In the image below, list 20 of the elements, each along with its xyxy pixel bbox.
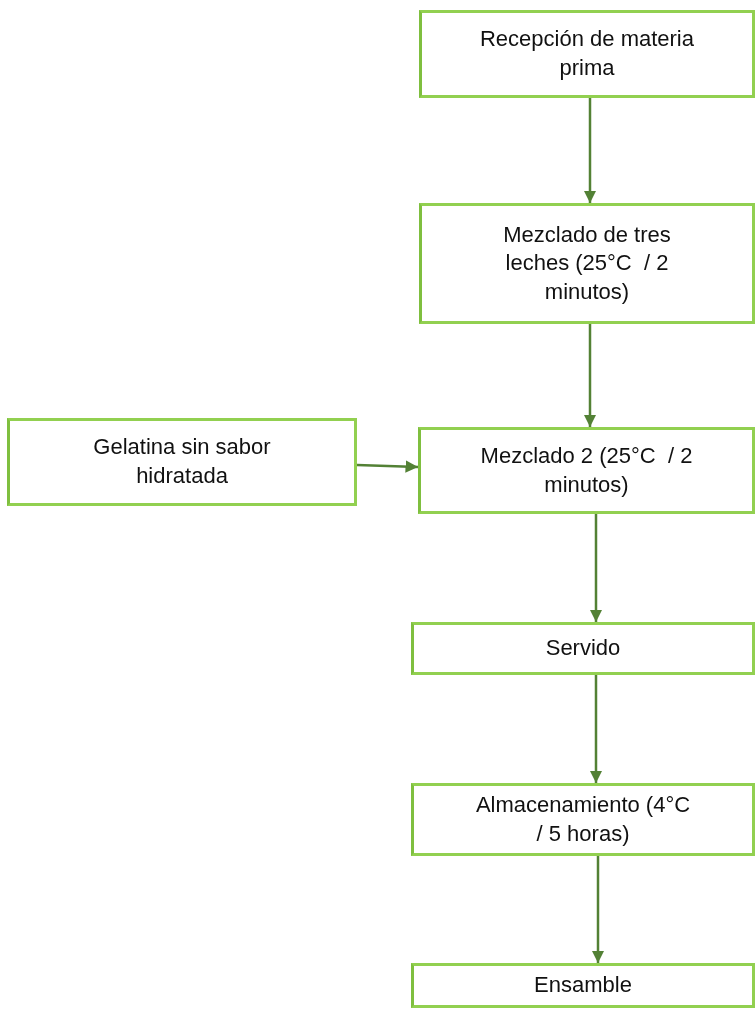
arrow bbox=[583, 324, 597, 427]
step-label: Mezclado de tres leches (25°C / 2 minutos) bbox=[502, 220, 672, 306]
step-label: Ensamble bbox=[534, 971, 632, 1000]
process-box bbox=[419, 203, 755, 324]
process-box bbox=[411, 622, 755, 675]
process-box bbox=[411, 963, 755, 1008]
step-label: Recepción de materia prima bbox=[479, 25, 695, 82]
step-label: Gelatina sin sabor hidratada bbox=[92, 433, 272, 490]
step-label: Mezclado 2 (25°C / 2 minutos) bbox=[479, 441, 694, 499]
arrow bbox=[583, 98, 597, 203]
process-box bbox=[419, 10, 755, 98]
process-box bbox=[411, 783, 755, 856]
arrow bbox=[591, 856, 605, 963]
arrow bbox=[589, 514, 603, 622]
process-box bbox=[418, 427, 755, 514]
step-label: Almacenamiento (4°C / 5 horas) bbox=[474, 790, 692, 848]
arrow bbox=[589, 675, 603, 783]
step-label: Servido bbox=[545, 634, 621, 663]
process-box bbox=[7, 418, 357, 506]
arrow bbox=[356, 460, 419, 473]
